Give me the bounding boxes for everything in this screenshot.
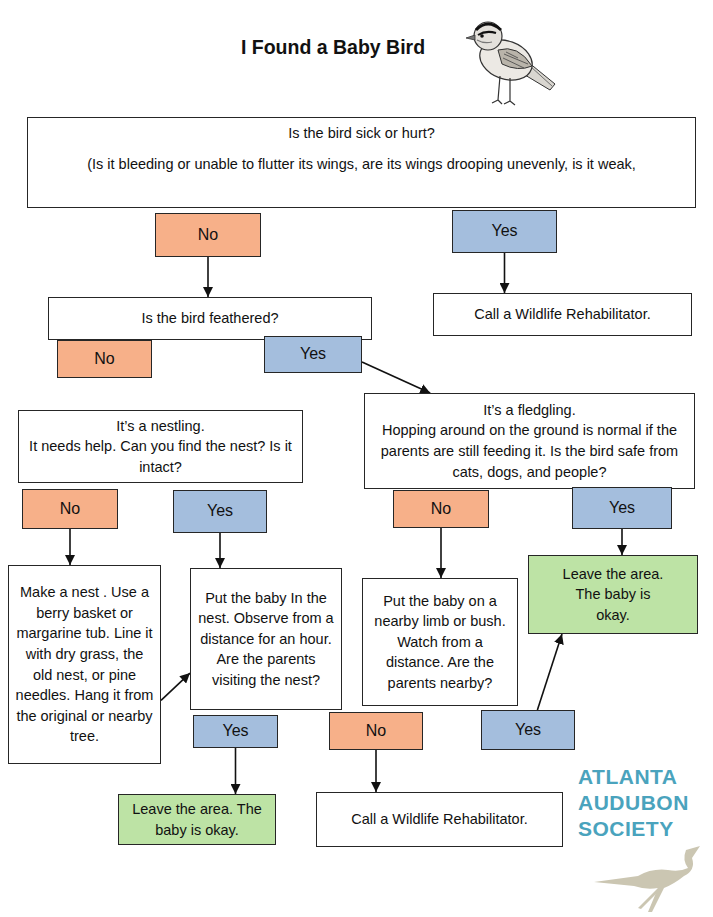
box-text: Yes (300, 343, 326, 366)
flow-arrow (440, 528, 442, 578)
no-answer: No (329, 712, 423, 750)
outcome-box: Leave the area. The baby is okay. (118, 794, 276, 845)
question-box: Is the bird sick or hurt? (Is it bleeding… (27, 117, 696, 208)
box-text: It’s a fledgling. (483, 400, 575, 421)
box-text: Put the baby In the nest. Observe from a… (197, 588, 335, 691)
box-text: Leave the area. The baby is okay. (125, 799, 269, 840)
yes-answer: Yes (264, 336, 362, 373)
action-box: Put the baby on a nearby limb or bush. W… (362, 578, 518, 706)
flow-arrow (161, 673, 190, 700)
flow-arrow (537, 634, 562, 710)
box-text: Put the baby on a nearby limb or bush. W… (369, 591, 511, 694)
box-text: No (94, 348, 114, 371)
flow-arrow (375, 750, 377, 792)
box-text: No (366, 720, 386, 743)
box-text: Leave the area. The baby is okay. (557, 564, 669, 626)
box-text: It’s a nestling. (116, 416, 204, 437)
no-answer: No (155, 213, 261, 257)
flow-arrow (362, 362, 430, 393)
action-box: Call a Wildlife Rehabilitator. (433, 293, 692, 336)
question-box: It’s a fledgling.Hopping around on the g… (364, 393, 695, 489)
action-box: Make a nest . Use a berry basket or marg… (8, 565, 161, 764)
action-box: Put the baby In the nest. Observe from a… (190, 568, 342, 710)
box-text: Yes (609, 497, 635, 520)
flow-arrow (621, 529, 623, 555)
flow-arrow (69, 529, 71, 565)
box-text: No (60, 498, 80, 521)
question-box: It’s a nestling.It needs help. Can you f… (18, 410, 303, 483)
logo-text: AUDUBON (578, 792, 689, 813)
box-text: Hopping around on the ground is normal i… (371, 420, 688, 482)
box-text: Call a Wildlife Rehabilitator. (351, 809, 528, 830)
box-text: Yes (207, 500, 233, 523)
box-text: Is the bird sick or hurt? (288, 123, 435, 144)
logo-text: SOCIETY (578, 818, 674, 839)
logo-text: ATLANTA (578, 766, 678, 787)
flow-arrow (235, 748, 237, 794)
box-text: (Is it bleeding or unable to flutter its… (87, 154, 636, 175)
box-text: Is the bird feathered? (141, 308, 278, 329)
yes-answer: Yes (481, 710, 575, 750)
flow-arrow (219, 533, 221, 568)
yes-answer: Yes (173, 490, 267, 533)
box-text: Make a nest . Use a berry basket or marg… (15, 582, 154, 747)
box-text: Yes (222, 720, 248, 743)
flow-arrow (207, 257, 209, 297)
heron-logo (588, 842, 710, 914)
flow-arrow (504, 253, 506, 293)
box-text: Call a Wildlife Rehabilitator. (474, 304, 651, 325)
no-answer: No (393, 490, 489, 528)
box-text: No (198, 224, 218, 247)
box-text: It needs help. Can you find the nest? Is… (25, 436, 296, 477)
diagram-title: I Found a Baby Bird (0, 36, 666, 59)
yes-answer: Yes (452, 210, 557, 253)
no-answer: No (22, 489, 118, 529)
outcome-box: Leave the area. The baby is okay. (528, 555, 698, 634)
action-box: Call a Wildlife Rehabilitator. (316, 792, 563, 847)
box-text: No (431, 498, 451, 521)
box-text: Yes (491, 220, 517, 243)
yes-answer: Yes (193, 715, 278, 748)
no-answer: No (57, 340, 152, 378)
yes-answer: Yes (572, 487, 672, 529)
bird-illustration (458, 2, 558, 112)
question-box: Is the bird feathered? (48, 297, 372, 340)
box-text: Yes (515, 719, 541, 742)
